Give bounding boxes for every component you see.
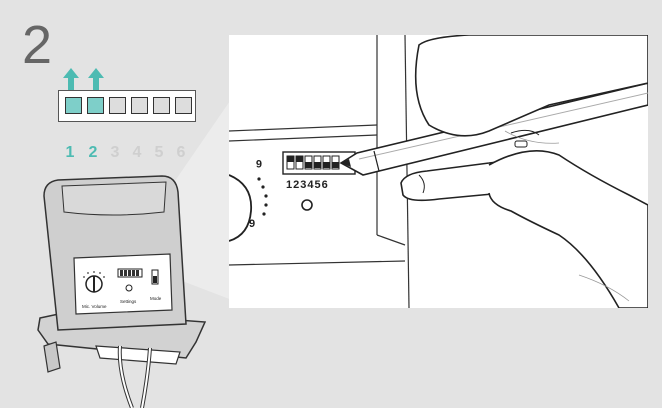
volume-dial-detail: 6 9: [229, 157, 268, 241]
dial-mark-6: 6: [256, 157, 262, 169]
mode-switch: [152, 270, 158, 284]
settings-label: Settings: [120, 299, 137, 304]
zoom-detail-panel: 6 9 123456: [229, 35, 648, 308]
dip-numbers-detail: 123456: [286, 179, 329, 191]
dial-mark-9: 9: [249, 218, 255, 230]
hand-icon: [401, 35, 648, 308]
volume-label: Mic. Volume: [82, 304, 107, 309]
zoom-detail-drawing: 6 9 123456: [229, 35, 648, 308]
mode-label: Mode: [150, 296, 162, 301]
